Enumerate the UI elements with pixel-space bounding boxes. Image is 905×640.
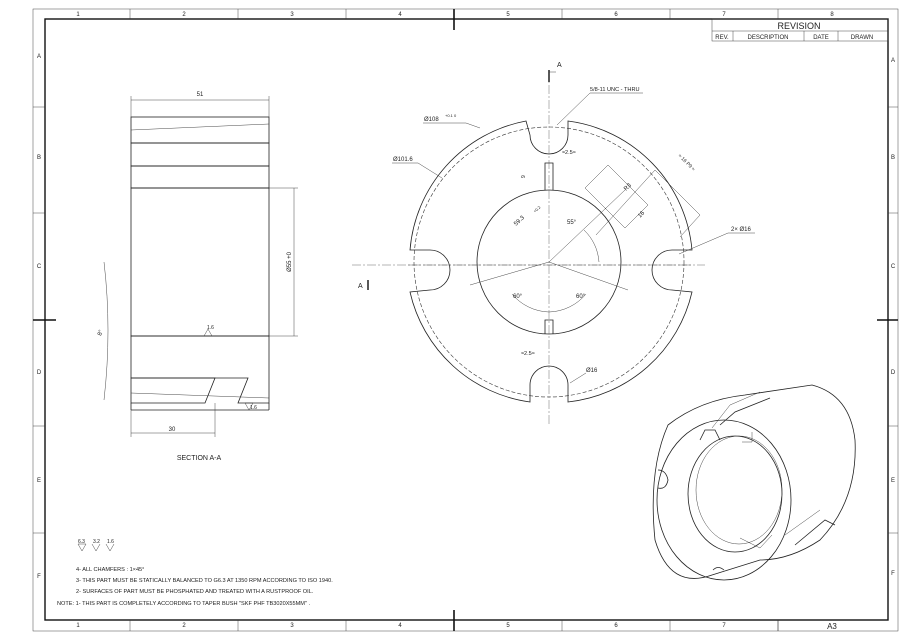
- finish-symbol: 1.6: [107, 539, 114, 545]
- row-label: F: [891, 571, 895, 577]
- section-title: SECTION A-A: [177, 455, 222, 462]
- section-mark-top: A: [557, 62, 562, 69]
- col-label: 5: [506, 623, 510, 629]
- description-header: DESCRIPTION: [747, 35, 788, 41]
- outer-diameter-tol: +0.1 0: [445, 113, 457, 118]
- col-label: 3: [290, 623, 294, 629]
- column-labels-top: 1 2 3 4 5 6 7 8: [76, 12, 834, 18]
- section-mark-left: A: [358, 283, 363, 290]
- hole-diameter: 2× Ø16: [731, 227, 752, 233]
- rev-header: REV.: [715, 35, 729, 41]
- dim-width-top: 51: [197, 92, 204, 98]
- small-dim: 9: [521, 175, 527, 178]
- note-1: NOTE: 1- THIS PART IS COMPLETELY ACCORDI…: [57, 601, 311, 607]
- dim-angle: 8°: [97, 329, 105, 337]
- thread-note: 5/8-11 UNC - THRU: [590, 87, 640, 93]
- section-view: 51 30 Ø55 +0 8° 1.6 1.6 SECTION A-A: [97, 92, 298, 462]
- col-label: 2: [182, 12, 186, 18]
- col-label: 3: [290, 12, 294, 18]
- hole-diameter-bottom: Ø16: [586, 368, 598, 374]
- note-2: 2- SURFACES OF PART MUST BE PHOSPHATED A…: [76, 589, 314, 595]
- note-3: 3- THIS PART MUST BE STATICALLY BALANCED…: [76, 578, 333, 584]
- radius-label: R3: [623, 182, 633, 192]
- row-labels-left: A B C D E F: [37, 54, 42, 580]
- inner-frame: [44, 18, 889, 621]
- col-label: 6: [614, 623, 618, 629]
- roughness-bore: 1.6: [207, 325, 214, 331]
- row-label: C: [891, 264, 896, 270]
- col-label: 8: [830, 12, 834, 18]
- hatch-lower: [130, 335, 270, 404]
- inner-diameter: Ø101.6: [393, 157, 413, 163]
- col-label: 2: [182, 623, 186, 629]
- slot-width-top: ≈2.5≈: [562, 150, 576, 156]
- center-marks: [33, 9, 898, 631]
- col-label: 4: [398, 12, 402, 18]
- col-label: 4: [398, 623, 402, 629]
- row-label: E: [891, 478, 895, 484]
- col-label: 6: [614, 12, 618, 18]
- angle-60-right: 60°: [576, 294, 586, 300]
- row-label: B: [891, 155, 895, 161]
- bore-tol: +0.2: [532, 204, 542, 214]
- column-labels-bottom: 1 2 3 4 5 6 7: [76, 623, 726, 629]
- sheet-size: A3: [827, 622, 837, 631]
- revision-title: REVISION: [777, 21, 820, 31]
- note-4: 4- ALL CHAMFERS : 1×45°: [76, 567, 144, 573]
- row-label: E: [37, 478, 41, 484]
- row-label: F: [37, 574, 41, 580]
- key-width: ≈ 16 P9 ≈: [677, 153, 697, 173]
- finish-symbol: 6.3: [78, 539, 85, 545]
- isometric-view: [652, 384, 856, 581]
- col-label: 7: [722, 623, 726, 629]
- row-label: B: [37, 155, 41, 161]
- row-label: A: [37, 54, 41, 60]
- angle-60-left: 60°: [513, 294, 523, 300]
- dim-bore-diameter: Ø55 +0: [287, 251, 293, 272]
- dim-width-bottom: 30: [169, 427, 176, 433]
- front-view: A A 5/8-11 UNC - THRU Ø108 +0.1 0 Ø101.6…: [352, 62, 755, 425]
- surface-finish-symbols: 6.3 3.2 1.6: [77, 539, 115, 552]
- title-cell: A3: [777, 620, 837, 631]
- outer-frame: [32, 8, 899, 632]
- row-label: C: [37, 264, 42, 270]
- key-dim: 16: [637, 210, 646, 219]
- col-label: 1: [76, 12, 80, 18]
- hatch-upper: [130, 142, 270, 167]
- col-label: 5: [506, 12, 510, 18]
- finish-symbol: 3.2: [93, 539, 100, 545]
- slot-width-bottom: ≈2.5≈: [521, 351, 535, 357]
- revision-block: REVISION REV. DESCRIPTION DATE DRAWN: [711, 18, 889, 42]
- col-label: 7: [722, 12, 726, 18]
- bore-dim: 59.3: [513, 215, 526, 228]
- row-label: D: [891, 370, 896, 376]
- date-header: DATE: [813, 35, 829, 41]
- outer-contour: [409, 120, 693, 403]
- roughness-taper: 1.6: [250, 405, 257, 411]
- zone-ticks: [33, 9, 898, 631]
- row-labels-right: A B C D E F: [891, 58, 896, 577]
- outer-diameter: Ø108: [424, 117, 439, 123]
- notes-block: 4- ALL CHAMFERS : 1×45° 3- THIS PART MUS…: [57, 567, 333, 607]
- angle-55: 55°: [567, 220, 577, 226]
- drawn-header: DRAWN: [851, 35, 873, 41]
- col-label: 1: [76, 623, 80, 629]
- row-label: D: [37, 370, 42, 376]
- row-label: A: [891, 58, 895, 64]
